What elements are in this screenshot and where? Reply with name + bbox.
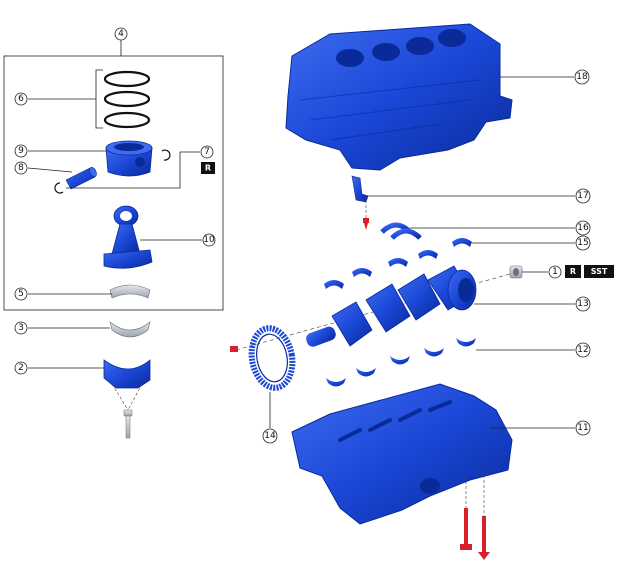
svg-text:R: R xyxy=(205,164,211,173)
svg-text:9: 9 xyxy=(18,146,24,156)
callout-7: 7 xyxy=(200,145,214,159)
piston-ring-icon xyxy=(103,70,151,129)
svg-text:14: 14 xyxy=(264,431,276,441)
callout-1: 1 xyxy=(548,265,562,279)
leader-line-7 xyxy=(66,151,200,189)
svg-text:SST: SST xyxy=(591,267,608,276)
svg-text:6: 6 xyxy=(18,94,24,104)
svg-text:4: 4 xyxy=(118,29,124,39)
bolt-icon xyxy=(123,409,133,439)
rod-cap-icon xyxy=(103,359,151,389)
svg-text:3: 3 xyxy=(18,323,24,333)
bearing-shell-icon xyxy=(324,238,472,289)
crankshaft-icon xyxy=(306,265,477,347)
callout-17: 17 xyxy=(575,188,591,204)
connecting-rod-icon xyxy=(103,205,153,269)
badge-r: R xyxy=(565,265,581,278)
svg-text:2: 2 xyxy=(18,363,24,373)
callout-9: 9 xyxy=(14,144,28,158)
svg-text:7: 7 xyxy=(204,147,210,157)
bearing-shell-icon xyxy=(109,284,151,299)
plug-icon xyxy=(509,265,523,279)
callout-2: 2 xyxy=(14,361,28,375)
piston-assembly-frame xyxy=(3,55,224,311)
lower-block-icon xyxy=(291,383,513,525)
svg-text:10: 10 xyxy=(203,235,215,245)
cylinder-block-icon xyxy=(285,23,513,171)
svg-text:12: 12 xyxy=(577,345,588,355)
dashed-guide xyxy=(235,273,511,351)
callout-12: 12 xyxy=(575,342,591,358)
svg-text:13: 13 xyxy=(577,299,588,309)
piston-icon xyxy=(105,140,153,177)
bolt-icon xyxy=(478,516,490,560)
callout-3: 3 xyxy=(14,321,28,335)
svg-text:5: 5 xyxy=(18,289,24,299)
bolt-icon xyxy=(363,218,369,230)
bolt-icon xyxy=(230,346,238,352)
leader-line-6 xyxy=(28,69,103,129)
badge-sst: SST xyxy=(584,265,614,278)
thrust-bearing-icon xyxy=(380,222,422,240)
bearing-shell-icon xyxy=(326,338,476,387)
svg-text:17: 17 xyxy=(577,191,588,201)
callout-14: 14 xyxy=(262,428,278,444)
pulse-plate-icon xyxy=(248,325,296,391)
svg-text:R: R xyxy=(570,267,576,276)
callout-15: 15 xyxy=(575,235,591,251)
callout-5: 5 xyxy=(14,287,28,301)
svg-text:15: 15 xyxy=(577,238,588,248)
callout-18: 18 xyxy=(574,69,590,85)
callout-4: 4 xyxy=(114,27,128,41)
oil-jet-icon xyxy=(351,175,369,203)
svg-text:16: 16 xyxy=(577,223,589,233)
svg-text:11: 11 xyxy=(577,423,588,433)
callout-10: 10 xyxy=(202,233,216,247)
callout-11: 11 xyxy=(575,420,591,436)
callout-13: 13 xyxy=(575,296,591,312)
svg-text:8: 8 xyxy=(18,163,24,173)
piston-pin-icon xyxy=(65,167,97,190)
leader-line-8 xyxy=(27,167,73,173)
badge-r: R xyxy=(201,162,215,174)
bolt-icon xyxy=(460,508,472,550)
bearing-shell-icon xyxy=(109,321,151,338)
callout-6: 6 xyxy=(14,92,28,106)
svg-text:18: 18 xyxy=(576,72,588,82)
dashed-guide xyxy=(111,383,129,411)
svg-text:1: 1 xyxy=(552,267,558,277)
callout-16: 16 xyxy=(575,220,591,236)
callout-8: 8 xyxy=(14,161,28,175)
snap-ring-icon xyxy=(54,149,171,194)
